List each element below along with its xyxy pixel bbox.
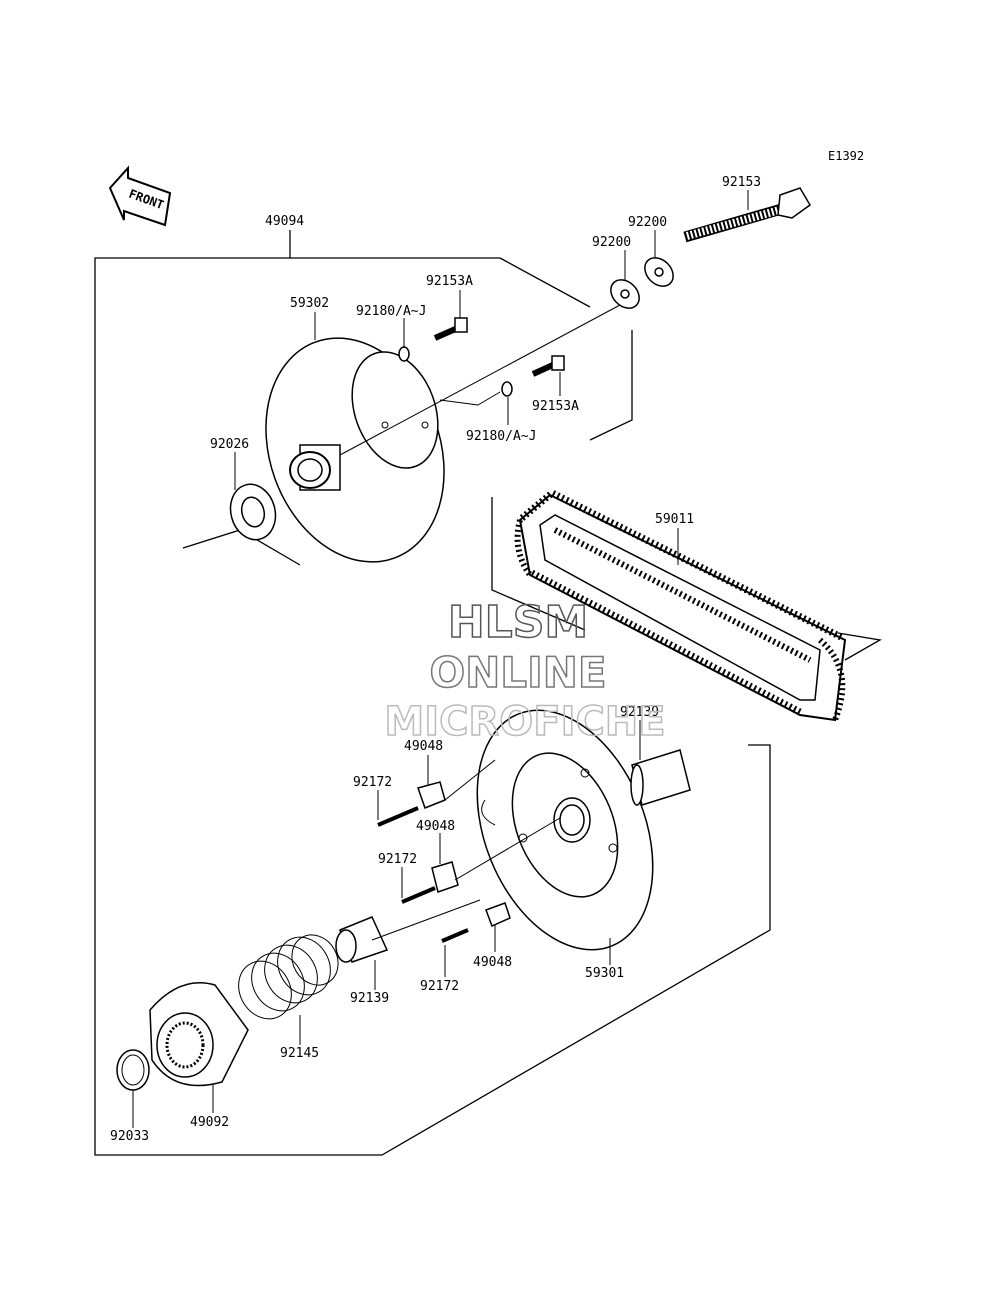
- part-label-92139-bot[interactable]: 92139: [350, 991, 389, 1006]
- bolt-92153: [683, 187, 811, 243]
- watermark-line-2: ONLINE: [429, 648, 606, 697]
- part-label-92200-b[interactable]: 92200: [628, 215, 667, 230]
- circlip-92033: [116, 1049, 150, 1091]
- washer-92180: [398, 346, 513, 406]
- assembly-outline: [94, 230, 882, 1156]
- part-label-49048-a[interactable]: 49048: [404, 739, 443, 754]
- pin-92172: [377, 759, 561, 943]
- washer-92026: [229, 483, 277, 541]
- part-label-59011[interactable]: 59011: [655, 512, 694, 527]
- part-label-92180-bot[interactable]: 92180/A~J: [466, 429, 536, 444]
- spring-92145: [238, 899, 481, 1020]
- fixed-sheave: [265, 304, 621, 563]
- part-label-92200-a[interactable]: 92200: [592, 235, 631, 250]
- part-label-59302[interactable]: 59302: [290, 296, 329, 311]
- part-label-92172-a[interactable]: 92172: [353, 775, 392, 790]
- part-label-92153[interactable]: 92153: [722, 175, 761, 190]
- part-label-92033[interactable]: 92033: [110, 1129, 149, 1144]
- diagram-code: E1392: [828, 149, 864, 163]
- front-arrow-icon: FRONT: [108, 165, 172, 227]
- part-label-92153A-bot[interactable]: 92153A: [532, 399, 579, 414]
- screw-92153A: [433, 317, 565, 377]
- part-label-49048-c[interactable]: 49048: [473, 955, 512, 970]
- part-label-92180-top[interactable]: 92180/A~J: [356, 304, 426, 319]
- part-label-49048-b[interactable]: 49048: [416, 819, 455, 834]
- part-label-49092[interactable]: 49092: [190, 1115, 229, 1130]
- part-label-92172-b[interactable]: 92172: [378, 852, 417, 867]
- washer-92200: [610, 257, 674, 309]
- movable-sheave: [476, 709, 654, 951]
- part-label-92139-top[interactable]: 92139: [620, 705, 659, 720]
- drive-belt: [514, 488, 847, 722]
- part-label-92026[interactable]: 92026: [210, 437, 249, 452]
- part-label-92153A-top[interactable]: 92153A: [426, 274, 473, 289]
- part-label-59301[interactable]: 59301: [585, 966, 624, 981]
- part-label-92172-c[interactable]: 92172: [420, 979, 459, 994]
- leader-lines: [132, 190, 749, 1128]
- part-label-92145[interactable]: 92145: [280, 1046, 319, 1061]
- cam-49092: [149, 982, 249, 1087]
- watermark-line-1: HLSM: [448, 597, 588, 648]
- weight-49048: [417, 781, 511, 928]
- bushing-92139: [335, 749, 691, 963]
- watermark-line-3: MICROFICHE: [384, 699, 665, 745]
- part-label-49094[interactable]: 49094: [265, 214, 304, 229]
